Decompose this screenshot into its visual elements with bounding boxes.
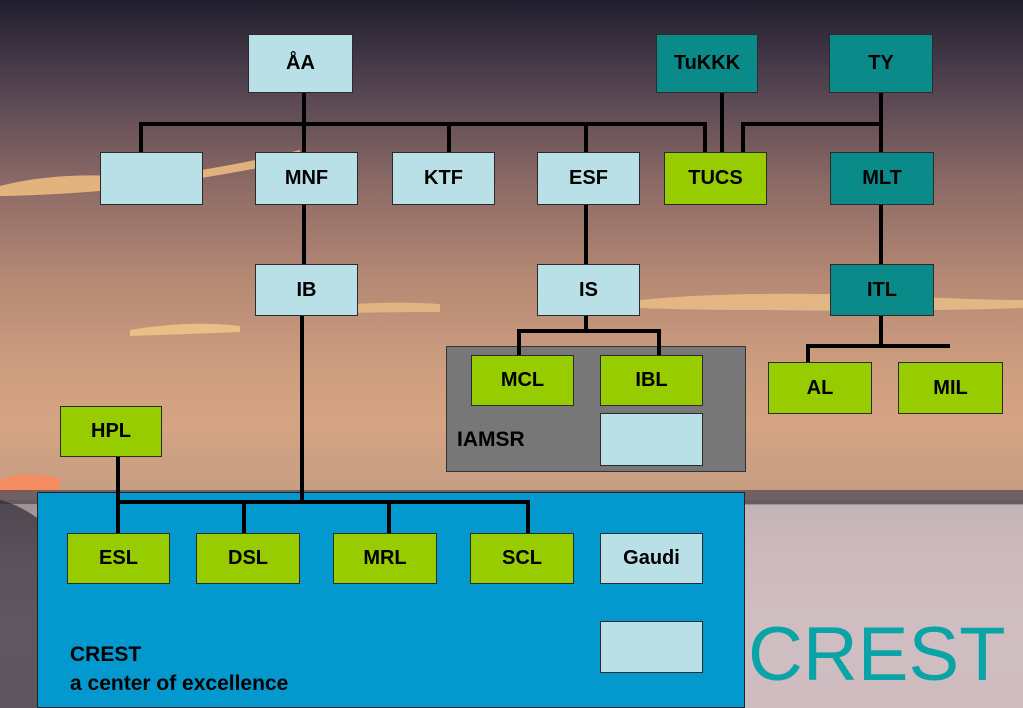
crest-label: CREST [70, 643, 142, 666]
node-al: AL [768, 362, 872, 414]
node-mcl: MCL [471, 355, 574, 406]
node-iamsr-empty [600, 413, 703, 466]
node-mil: MIL [898, 362, 1003, 414]
node-crest-empty [600, 621, 703, 673]
node-tucs: TUCS [664, 152, 767, 205]
node-dsl: DSL [196, 533, 300, 584]
node-esf: ESF [537, 152, 640, 205]
node-mlt: MLT [830, 152, 934, 205]
node-hpl: HPL [60, 406, 162, 457]
node-ib: IB [255, 264, 358, 316]
node-scl: SCL [470, 533, 574, 584]
node-ktf: KTF [392, 152, 495, 205]
node-aa: ÅA [248, 34, 353, 93]
node-ty: TY [829, 34, 933, 93]
node-itl: ITL [830, 264, 934, 316]
node-unnamed-top [100, 152, 203, 205]
iamsr-label: IAMSR [457, 428, 525, 451]
crest-logo: CREST [748, 612, 1006, 690]
node-ibl: IBL [600, 355, 703, 406]
node-mnf: MNF [255, 152, 358, 205]
node-tukkk: TuKKK [656, 34, 758, 93]
node-esl: ESL [67, 533, 170, 584]
node-mrl: MRL [333, 533, 437, 584]
crest-subtitle: a center of excellence [70, 672, 289, 695]
crest-logo-text: CREST [748, 612, 1006, 690]
node-is: IS [537, 264, 640, 316]
node-gaudi: Gaudi [600, 533, 703, 584]
